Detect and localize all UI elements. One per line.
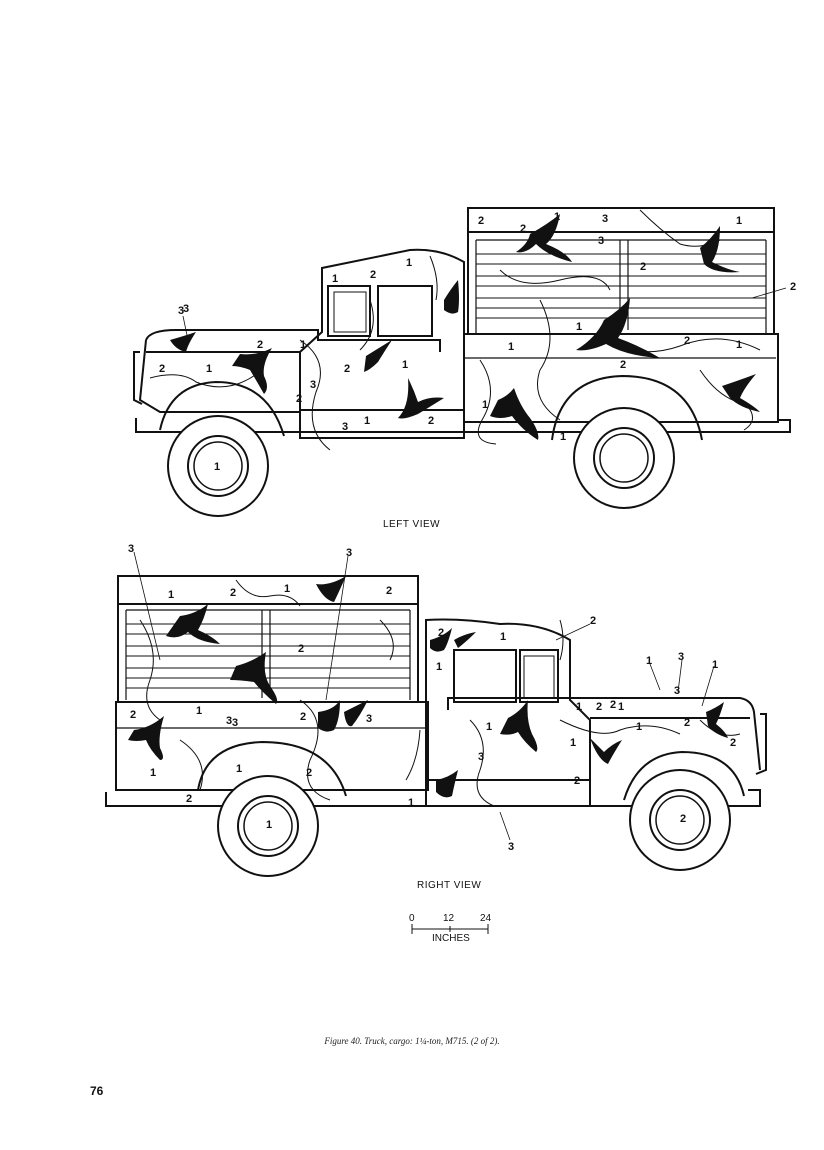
right-pattern-number: 2 xyxy=(298,643,304,655)
right-pattern-number: 2 xyxy=(230,587,236,599)
right-pattern-number: 2 xyxy=(186,793,192,805)
right-pattern-number: 2 xyxy=(574,775,580,787)
right-pattern-number: 1 xyxy=(150,767,156,779)
right-pattern-number: 1 xyxy=(168,589,174,601)
left-pattern-number: 2 xyxy=(478,215,484,227)
right-pattern-number: 1 xyxy=(486,721,492,733)
right-pattern-number: 1 xyxy=(576,701,582,713)
left-view-label: LEFT VIEW xyxy=(383,519,440,530)
left-pattern-number: 2 xyxy=(640,261,646,273)
right-callout-g: 3 xyxy=(508,841,514,853)
left-pattern-number: 1 xyxy=(736,339,742,351)
right-pattern-number: 1 xyxy=(196,705,202,717)
right-callout-b: 3 xyxy=(346,547,352,559)
left-pattern-number: 1 xyxy=(300,339,306,351)
right-view-truck xyxy=(105,575,767,877)
right-cargo-bed xyxy=(115,701,429,791)
right-pattern-number: 1 xyxy=(284,583,290,595)
right-callout-f: 1 xyxy=(712,659,718,671)
right-pattern-number: 3 xyxy=(366,713,372,725)
right-pattern-number: 2 xyxy=(596,701,602,713)
left-pattern-number: 1 xyxy=(214,461,220,473)
right-pattern-number: 1 xyxy=(636,721,642,733)
left-pattern-number: 1 xyxy=(332,273,338,285)
scale-bar xyxy=(411,924,489,934)
scale-unit: INCHES xyxy=(432,933,470,944)
right-pattern-number: 1 xyxy=(408,797,414,809)
right-pattern-number: 2 xyxy=(130,709,136,721)
right-hood xyxy=(590,697,761,771)
left-pattern-number: 1 xyxy=(560,431,566,443)
right-callout-c: 2 xyxy=(590,615,596,627)
right-pattern-number: 2 xyxy=(386,585,392,597)
left-pattern-number: 3 xyxy=(602,213,608,225)
left-pattern-number: 1 xyxy=(364,415,370,427)
figure-caption: Figure 40. Truck, cargo: 1¼-ton, M715. (… xyxy=(324,1036,500,1046)
left-pattern-number: 3 xyxy=(598,235,604,247)
right-pattern-number: 3 xyxy=(226,715,232,727)
left-view-truck xyxy=(133,207,791,517)
left-pattern-number: 1 xyxy=(482,399,488,411)
left-pattern-number: 2 xyxy=(520,223,526,235)
right-cab xyxy=(425,618,591,807)
right-pattern-number: 2 xyxy=(680,813,686,825)
right-pattern-number: 2 xyxy=(610,699,616,711)
right-pattern-number: 2 xyxy=(300,711,306,723)
left-callout-2: 2 xyxy=(790,281,796,293)
right-view-label: RIGHT VIEW xyxy=(417,880,481,891)
left-hood xyxy=(145,329,441,352)
left-pattern-number: 2 xyxy=(428,415,434,427)
right-pattern-number: 1 xyxy=(618,701,624,713)
right-pattern-number: 2 xyxy=(438,627,444,639)
right-pattern-number: 3 xyxy=(674,685,680,697)
right-callout-a: 3 xyxy=(128,543,134,555)
left-pattern-number: 3 xyxy=(310,379,316,391)
right-pattern-number: 2 xyxy=(306,767,312,779)
left-pattern-number: 3 xyxy=(342,421,348,433)
left-pattern-number: 1 xyxy=(576,321,582,333)
right-callout-e: 3 xyxy=(678,651,684,663)
right-pattern-number: 1 xyxy=(500,631,506,643)
right-callout-d: 1 xyxy=(646,655,652,667)
right-pattern-number: 1 xyxy=(570,737,576,749)
right-pattern-number: 3 xyxy=(478,751,484,763)
left-pattern-number: 2 xyxy=(257,339,263,351)
left-pattern-number: 1 xyxy=(402,359,408,371)
left-pattern-number: 2 xyxy=(296,393,302,405)
left-callout-3: 3 xyxy=(178,305,184,317)
right-pattern-number: 2 xyxy=(730,737,736,749)
scale-tick-0: 0 xyxy=(409,913,415,924)
left-pattern-number: 2 xyxy=(159,363,165,375)
page-number: 76 xyxy=(90,1084,104,1098)
left-pattern-number: 1 xyxy=(736,215,742,227)
left-pattern-number: 1 xyxy=(508,341,514,353)
right-pattern-number: 3 xyxy=(232,717,238,729)
left-pattern-number: 2 xyxy=(684,335,690,347)
right-pattern-number: 1 xyxy=(266,819,272,831)
left-pattern-number: 1 xyxy=(554,211,560,223)
left-pattern-number: 1 xyxy=(206,363,212,375)
left-pattern-number: 2 xyxy=(620,359,626,371)
right-pattern-number: 1 xyxy=(436,661,442,673)
left-pattern-number: 3 xyxy=(730,383,736,395)
scale-tick-12: 12 xyxy=(443,913,455,924)
scale-tick-24: 24 xyxy=(480,913,492,924)
left-pattern-number: 2 xyxy=(370,269,376,281)
right-pattern-number: 1 xyxy=(236,763,242,775)
left-pattern-number: 1 xyxy=(406,257,412,269)
left-pattern-number: 2 xyxy=(344,363,350,375)
right-pattern-number: 2 xyxy=(684,717,690,729)
left-pattern-number: 3 xyxy=(183,303,189,315)
